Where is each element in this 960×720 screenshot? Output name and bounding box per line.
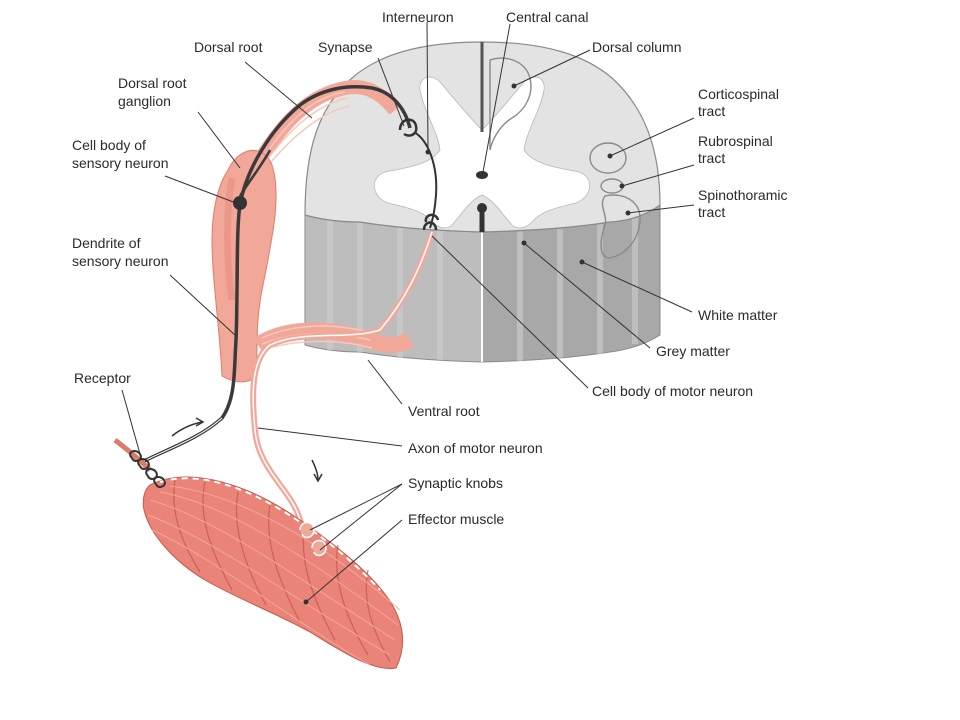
leader-white-matter <box>581 261 693 313</box>
synaptic-knob-1 <box>299 521 315 539</box>
corticospinal-tract-outline <box>589 142 627 174</box>
dot-spinothoramic <box>625 210 631 216</box>
spinothoramic-tract-outline <box>600 194 641 259</box>
muscle-fibre-segments <box>173 479 391 663</box>
leader-dorsal-root-ganglion <box>197 111 241 169</box>
label-synaptic-knobs: Synaptic knobs <box>408 475 503 491</box>
label-corticospinal-line2: tract <box>698 103 725 119</box>
leader-interneuron <box>426 21 429 153</box>
leader-dots <box>303 83 631 605</box>
leader-central-canal <box>482 23 511 173</box>
synaptic-knob-2 <box>311 539 327 557</box>
receptor <box>113 438 166 488</box>
leader-dorsal-root <box>244 61 313 119</box>
label-effector-muscle: Effector muscle <box>408 511 504 527</box>
dot-effector-muscle <box>303 599 309 605</box>
label-cell-body-sensory-line2: sensory neuron <box>72 155 169 171</box>
dot-interneuron <box>425 149 431 155</box>
impulse-arrow-motor-head <box>313 473 323 483</box>
label-dendrite-line1: Dendrite of <box>72 235 141 251</box>
impulse-arrow-sensory-head <box>195 417 205 427</box>
impulse-arrow-sensory <box>171 421 203 437</box>
label-ventral-root: Ventral root <box>408 403 480 419</box>
leader-rubrospinal <box>621 164 695 187</box>
sensory-neuron-cell-body <box>233 196 247 210</box>
label-rubrospinal-line2: tract <box>698 150 725 166</box>
label-cell-body-sensory-line1: Cell body of <box>72 137 146 153</box>
central-canal <box>476 171 488 179</box>
label-dorsal-root-ganglion-line1: Dorsal root <box>118 75 187 91</box>
leader-ventral-root <box>367 359 403 405</box>
label-central-canal: Central canal <box>506 9 589 25</box>
effector-muscle-group <box>142 476 404 669</box>
label-dorsal-root: Dorsal root <box>194 39 263 55</box>
dot-dorsal-column <box>511 83 517 89</box>
dot-rubrospinal <box>619 183 625 189</box>
motor-neuron-cell-body <box>422 221 438 231</box>
muscle-striations <box>147 485 401 666</box>
leader-spinothoramic <box>627 204 695 214</box>
impulse-arrow-motor <box>311 459 319 481</box>
label-interneuron: Interneuron <box>382 9 454 25</box>
leader-grey-matter <box>523 242 651 349</box>
label-spinothoramic-line2: tract <box>698 204 725 220</box>
label-dorsal-root-ganglion-line2: ganglion <box>118 93 171 109</box>
effector-muscle <box>142 476 404 669</box>
label-spinothoramic-line1: Spinothoramic <box>698 187 788 203</box>
leader-axon-motor <box>257 427 403 447</box>
leader-dorsal-column <box>513 49 591 87</box>
sensory-neuron <box>141 85 440 464</box>
grey-matter-butterfly <box>374 76 590 229</box>
dot-grey-matter <box>521 240 527 246</box>
leader-effector-muscle <box>305 519 403 603</box>
label-dendrite-line2: sensory neuron <box>72 253 169 269</box>
dot-corticospinal <box>607 153 613 159</box>
label-corticospinal-line1: Corticospinal <box>698 86 779 102</box>
leader-cell-body-motor <box>431 235 589 389</box>
sensory-cell-body-stalk <box>238 149 272 197</box>
muscle-sheath <box>159 477 381 591</box>
sensory-neuron-axon-highlight <box>141 417 223 463</box>
leader-dendrite <box>169 274 237 337</box>
label-rubrospinal-line1: Rubrospinal <box>698 133 773 149</box>
cord-side-stripes <box>327 214 638 361</box>
receptor-stalk <box>113 438 152 472</box>
spinal-cord <box>304 41 661 363</box>
label-receptor: Receptor <box>74 370 131 386</box>
label-grey-matter: Grey matter <box>656 343 730 359</box>
label-dorsal-column: Dorsal column <box>592 39 681 55</box>
motor-axon-highlight <box>252 231 433 521</box>
dorsal-root-strands <box>261 91 351 169</box>
leader-synaptic-knob-2 <box>319 483 403 551</box>
leader-synaptic-knob-1 <box>309 483 403 531</box>
leader-lines <box>121 21 695 603</box>
labels: Interneuron Central canal Dorsal root Sy… <box>72 9 788 527</box>
leader-receptor <box>121 389 141 455</box>
leader-corticospinal <box>609 117 695 157</box>
leader-synapse <box>377 57 405 127</box>
leader-cell-body-sensory <box>164 175 237 204</box>
dorsal-column-outline <box>489 57 532 151</box>
ganglion-shading <box>224 177 236 301</box>
label-axon-motor: Axon of motor neuron <box>408 440 543 456</box>
label-white-matter: White matter <box>698 307 778 323</box>
interneuron-terminal <box>424 213 440 223</box>
dot-white-matter <box>579 259 585 265</box>
label-cell-body-motor: Cell body of motor neuron <box>592 383 753 399</box>
label-synapse: Synapse <box>318 39 373 55</box>
ventral-fissure-top <box>477 203 487 213</box>
interneuron-path <box>413 131 438 229</box>
